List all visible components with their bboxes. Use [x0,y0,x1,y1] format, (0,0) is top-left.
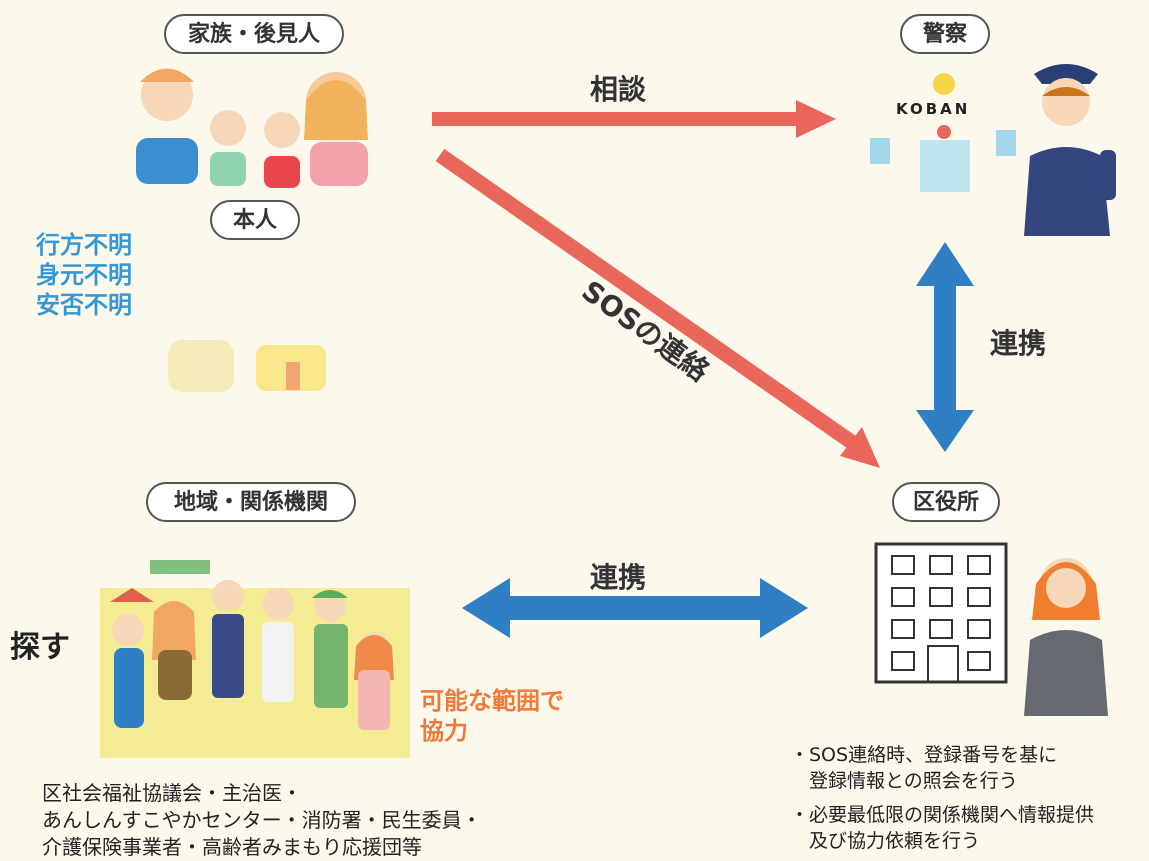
ward-office-label: 区役所 [892,482,1000,522]
person-illustration [168,340,326,392]
missing-status-list: 行方不明 身元不明 安否不明 [36,230,132,320]
community-agency-list: 区社会福祉協議会・主治医・ あんしんすこやかセンター・消防署・民生委員・ 介護保… [42,780,482,861]
list-line: あんしんすこやかセンター・消防署・民生委員・ [42,808,482,832]
link-horizontal-arrow [462,578,808,638]
ward-office-notes: ・SOS連絡時、登録番号を基に 登録情報との照会を行う ・必要最低限の関係機関へ… [790,742,1094,854]
cooperate-note: 可能な範囲で 協力 [420,686,564,746]
status-item: 行方不明 [36,231,132,259]
office-staff-illustration [1024,558,1108,716]
community-agencies-label: 地域・関係機関 [146,482,356,522]
status-item: 安否不明 [36,291,132,319]
consult-label: 相談 [590,73,647,106]
person-label: 本人 [210,200,300,240]
sos-arrow [435,148,880,468]
list-line: 介護保険事業者・高齢者みまもり応援団等 [42,835,422,859]
link-vertical-label: 連携 [990,327,1047,360]
police-label: 警察 [900,14,990,54]
koban-illustration [870,73,1016,192]
consult-arrow [432,100,836,138]
link-horizontal-label: 連携 [590,561,647,594]
family-guardian-label: 家族・後見人 [164,14,344,54]
ward-office-building [874,542,1008,684]
note-line: 登録情報との照会を行う [790,770,1018,792]
link-vertical-arrow [916,242,974,452]
search-label: 探す [10,630,70,665]
note-line: ・必要最低限の関係機関へ情報提供 [790,804,1095,826]
note-line: 及び協力依頼を行う [790,830,981,852]
koban-sign: KOBAN [896,100,971,118]
cooperate-line: 協力 [420,717,468,745]
police-officer-illustration [1024,64,1116,236]
community-illustration [100,560,410,758]
list-line: 区社会福祉協議会・主治医・ [42,781,302,805]
family-illustration [136,68,368,188]
note-line: ・SOS連絡時、登録番号を基に [790,744,1058,766]
status-item: 身元不明 [36,261,132,289]
cooperate-line: 可能な範囲で [420,687,564,715]
